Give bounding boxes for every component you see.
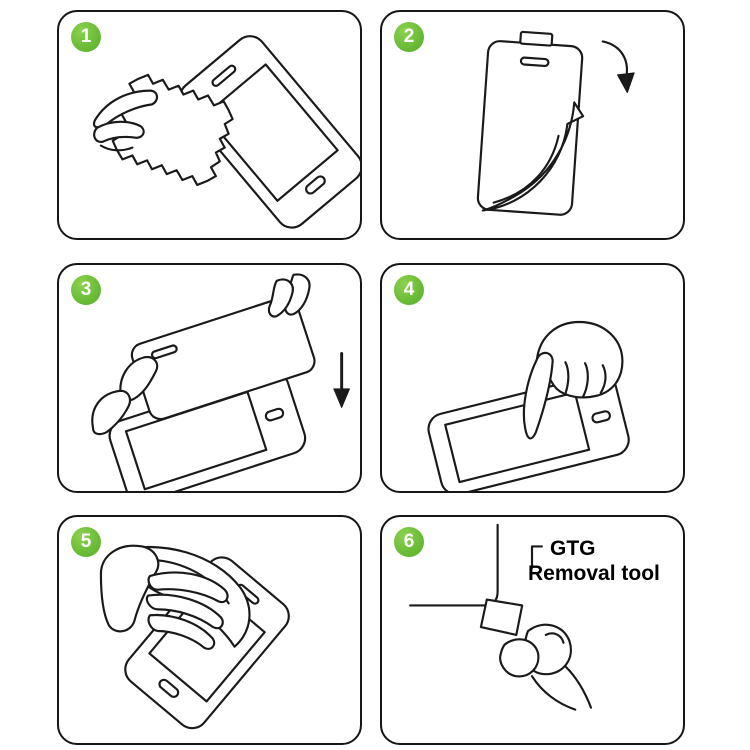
peel-film-illustration — [476, 30, 635, 216]
pinching-fingers — [499, 623, 593, 711]
down-arrow — [333, 351, 351, 408]
peel-direction-arrow — [601, 40, 635, 94]
step-panel-4: 4 — [380, 263, 685, 493]
align-glass-illustration — [91, 273, 351, 491]
step-panel-6: 6 GTG Removal tool — [380, 515, 685, 745]
glass-protector — [476, 30, 584, 216]
pressing-hand — [99, 544, 229, 650]
phone-outline — [108, 370, 307, 491]
phone-outline — [179, 35, 360, 229]
removal-tool-tab — [479, 598, 524, 636]
step-panel-3: 3 — [57, 263, 362, 493]
step-number-badge: 1 — [71, 22, 101, 52]
step-number-badge: 3 — [71, 275, 101, 305]
step-number-badge: 2 — [394, 22, 424, 52]
step-panel-2: 2 — [380, 10, 685, 240]
removal-tool-illustration — [409, 523, 593, 711]
step-panel-1: 1 — [57, 10, 362, 240]
removal-tool-label-line1: GTG — [550, 537, 596, 560]
left-hand-thumb — [91, 355, 159, 436]
step-number-badge: 4 — [394, 275, 424, 305]
wipe-screen-illustration — [93, 35, 360, 229]
step-panel-5: 5 — [57, 515, 362, 745]
label-leader-line — [530, 545, 543, 570]
press-center-illustration — [427, 320, 630, 491]
peeling-film — [481, 101, 585, 212]
smooth-out-illustration — [99, 544, 290, 730]
pressing-hand — [522, 320, 624, 440]
right-hand-fingers — [267, 273, 311, 318]
step-number-badge: 5 — [71, 527, 101, 557]
removal-tool-label-line2: Removal tool — [528, 561, 660, 585]
hand — [93, 89, 159, 152]
removal-tool-label: GTG Removal tool — [528, 537, 660, 587]
step-number-badge: 6 — [394, 527, 424, 557]
